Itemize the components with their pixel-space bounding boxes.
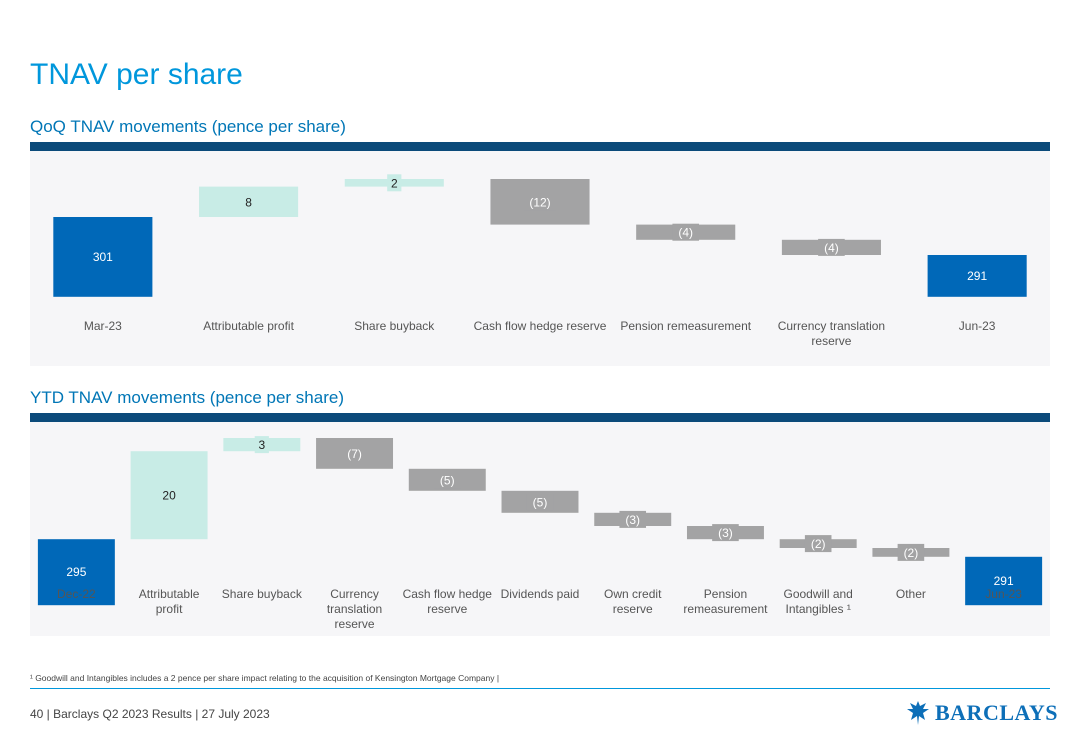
qoq-category-label-1: Attributable profit — [203, 319, 294, 333]
qoq-category-label-4: Pension remeasurement — [620, 319, 751, 333]
ytd-value-label-7: (3) — [718, 526, 733, 540]
ytd-value-label-bg-5 — [526, 493, 554, 511]
ytd-value-label-2: 3 — [258, 438, 265, 452]
ytd-category-label-6: reserve — [613, 602, 653, 616]
qoq-value-label-5: (4) — [824, 241, 839, 255]
ytd-category-label-7: Pension — [704, 587, 747, 601]
qoq-category-label-6: Jun-23 — [959, 319, 996, 333]
qoq-value-label-1: 8 — [245, 195, 252, 209]
footer-text: 40 | Barclays Q2 2023 Results | 27 July … — [30, 707, 270, 721]
qoq-value-label-bg-5 — [818, 238, 845, 256]
ytd-value-label-10: 291 — [994, 574, 1014, 588]
qoq-category-label-5: Currency translation — [778, 319, 885, 333]
ytd-category-label-1: profit — [156, 602, 183, 616]
ytd-category-label-2: Share buyback — [222, 587, 303, 601]
ytd-bar-10 — [965, 556, 1043, 606]
ytd-category-label-4: reserve — [427, 602, 467, 616]
ytd-value-label-bg-2 — [254, 436, 269, 454]
qoq-value-label-bg-1 — [241, 193, 256, 211]
qoq-header-rule — [30, 142, 1050, 151]
ytd-value-label-bg-4 — [433, 471, 461, 489]
ytd-value-label-bg-6 — [619, 510, 647, 528]
qoq-value-label-bg-4 — [672, 223, 700, 241]
ytd-value-label-1: 20 — [162, 489, 176, 503]
ytd-category-label-4: Cash flow hedge — [403, 587, 493, 601]
ytd-value-label-bg-1 — [158, 486, 180, 504]
ytd-category-label-3: Currency — [330, 587, 379, 601]
qoq-bar-6 — [927, 255, 1027, 297]
qoq-bar-0 — [53, 217, 153, 297]
barclays-logo: BARCLAYS — [906, 699, 1058, 727]
footer-rule — [30, 688, 1050, 689]
ytd-value-label-3: (7) — [347, 447, 362, 461]
ytd-bar-0 — [37, 539, 115, 606]
qoq-value-label-3: (12) — [529, 195, 550, 209]
footnote: ¹ Goodwill and Intangibles includes a 2 … — [30, 673, 500, 683]
ytd-category-label-0: Dec-22 — [57, 587, 96, 601]
ytd-value-label-bg-9 — [897, 543, 925, 561]
ytd-value-label-6: (3) — [625, 513, 640, 527]
ytd-category-label-10: Jun-23 — [985, 587, 1022, 601]
qoq-value-label-6: 291 — [967, 269, 987, 283]
ytd-category-label-5: Dividends paid — [501, 587, 580, 601]
ytd-category-label-3: reserve — [335, 617, 375, 631]
ytd-category-label-8: Goodwill and — [783, 587, 852, 601]
ytd-category-label-9: Other — [896, 587, 926, 601]
ytd-value-label-bg-3 — [341, 444, 368, 462]
ytd-value-label-bg-7 — [712, 524, 739, 542]
qoq-value-label-4: (4) — [678, 226, 693, 240]
ytd-value-label-9: (2) — [904, 546, 919, 560]
eagle-icon — [907, 701, 929, 725]
qoq-value-label-0: 301 — [93, 250, 113, 264]
ytd-category-label-8: Intangibles ¹ — [785, 602, 850, 616]
ytd-value-label-0: 295 — [66, 565, 86, 579]
ytd-chart-title: YTD TNAV movements (pence per share) — [30, 388, 344, 407]
page-title: TNAV per share — [30, 58, 243, 91]
ytd-value-label-8: (2) — [811, 537, 826, 551]
qoq-chart-title: QoQ TNAV movements (pence per share) — [30, 117, 346, 136]
ytd-value-label-4: (5) — [440, 473, 455, 487]
ytd-category-label-1: Attributable — [139, 587, 200, 601]
qoq-category-label-0: Mar-23 — [84, 319, 122, 333]
logo-wordmark: BARCLAYS — [935, 700, 1059, 725]
ytd-header-rule — [30, 413, 1050, 422]
ytd-category-label-6: Own credit — [604, 587, 662, 601]
ytd-category-label-3: translation — [327, 602, 382, 616]
qoq-category-label-3: Cash flow hedge reserve — [474, 319, 607, 333]
ytd-value-label-bg-8 — [804, 535, 832, 553]
qoq-value-label-2: 2 — [391, 176, 398, 190]
ytd-value-label-5: (5) — [533, 495, 548, 509]
qoq-value-label-bg-2 — [387, 174, 402, 192]
ytd-category-label-7: remeasurement — [683, 602, 768, 616]
qoq-value-label-bg-3 — [523, 193, 557, 211]
qoq-category-label-2: Share buyback — [354, 319, 435, 333]
qoq-category-label-5: reserve — [811, 334, 851, 348]
